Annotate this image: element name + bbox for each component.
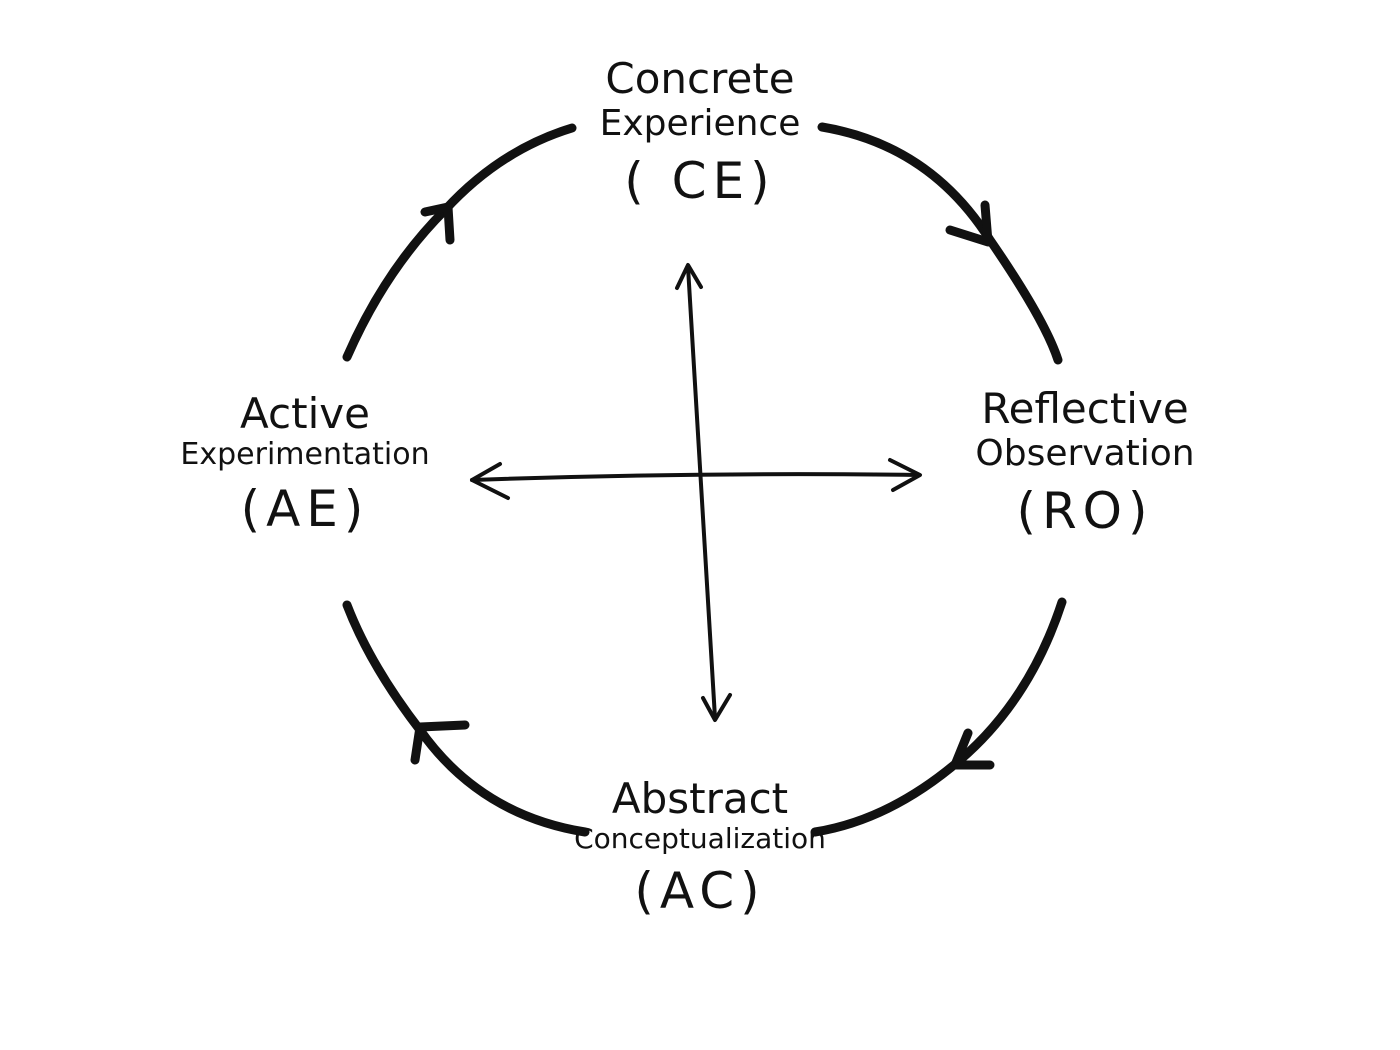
horizontal-axis-right-arrowhead <box>888 458 922 492</box>
stage-abstract-conceptualization: Abstract Conceptualization (AC) <box>540 774 860 921</box>
stage-ac-abbr: (AC) <box>634 862 766 921</box>
vertical-axis-top-arrowhead <box>675 263 703 290</box>
axes <box>470 263 922 722</box>
stage-ce-line2: Experience <box>599 103 801 145</box>
stage-ce-abbr: ( CE) <box>624 151 776 210</box>
horizontal-axis-left-arrowhead <box>470 462 510 500</box>
arrowhead-ac-to-ae <box>410 720 470 765</box>
vertical-axis-bottom-arrowhead <box>701 693 732 722</box>
stage-ro-line1: Reflective <box>981 384 1189 433</box>
vertical-axis <box>686 265 717 720</box>
stage-ce-line1: Concrete <box>605 54 795 103</box>
stage-ae-line2: Experimentation <box>180 437 430 473</box>
stage-ro-abbr: (RO) <box>1016 481 1154 540</box>
arrowhead-ae-to-ce <box>420 202 455 245</box>
stage-ae-line1: Active <box>240 389 370 438</box>
cycle-arcs <box>342 122 1067 837</box>
stage-reflective-observation: Reflective Observation (RO) <box>940 384 1230 540</box>
horizontal-axis <box>470 472 920 482</box>
stage-ro-line2: Observation <box>975 433 1195 475</box>
stage-ae-abbr: (AE) <box>240 479 370 538</box>
stage-ac-line2: Conceptualization <box>574 822 826 856</box>
stage-ac-line1: Abstract <box>611 774 789 823</box>
stage-concrete-experience: Concrete Experience ( CE) <box>540 54 860 210</box>
arrowhead-ro-to-ac <box>950 728 995 770</box>
stage-active-experimentation: Active Experimentation (AE) <box>145 389 465 538</box>
arc-ae-to-ce <box>342 123 577 362</box>
arrowhead-ce-to-ro <box>945 200 993 247</box>
